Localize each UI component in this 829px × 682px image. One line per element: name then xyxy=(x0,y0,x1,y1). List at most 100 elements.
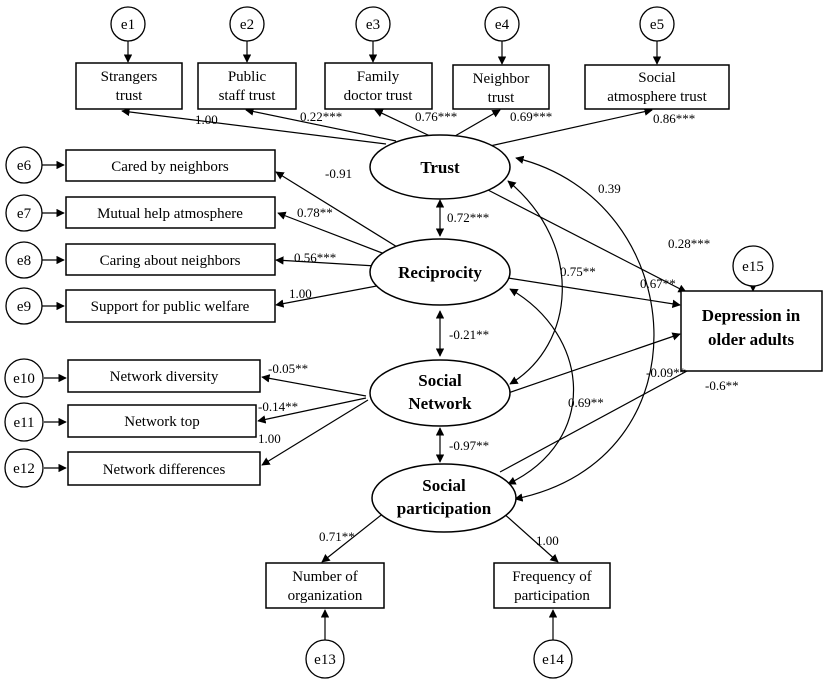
outcome-depression-line2: older adults xyxy=(708,330,795,349)
indicator-caring-about-neighbors-label: Caring about neighbors xyxy=(100,253,241,269)
path-network-top xyxy=(257,397,367,424)
latent-social-participation-line2: participation xyxy=(397,499,492,518)
error-e4: e4 xyxy=(484,6,520,42)
coef-strangers-trust: 1.00 xyxy=(195,112,218,127)
indicator-mutual-help-atmosphere-label: Mutual help atmosphere xyxy=(97,206,243,222)
coef-network-depression: -0.09** xyxy=(646,365,686,380)
indicator-neighbor-trust: Neighbor trust xyxy=(452,64,550,110)
coef-public-staff-trust: 0.22*** xyxy=(300,109,342,124)
coef-network-differences: 1.00 xyxy=(258,431,281,446)
path-participation-depression xyxy=(499,363,701,473)
coef-cared-by-neighbors: -0.91 xyxy=(325,166,352,181)
indicator-public-staff-trust-line2: staff trust xyxy=(219,88,277,104)
coef-family-doctor-trust: 0.76*** xyxy=(415,109,457,124)
error-e8: e8 xyxy=(5,241,43,279)
error-e11: e11 xyxy=(4,402,44,442)
coef-number-of-organization: 0.71** xyxy=(319,529,355,544)
path-trust-strangers xyxy=(121,107,387,145)
error-e7: e7 xyxy=(5,194,43,232)
indicator-frequency-of-participation: Frequency of participation xyxy=(493,562,611,609)
error-e13-label: e13 xyxy=(314,652,336,668)
indicator-strangers-trust-line1: Strangers xyxy=(101,69,158,85)
coef-mutual-help-atmosphere: 0.78** xyxy=(297,205,333,220)
indicator-social-atmosphere-trust-line1: Social xyxy=(638,70,676,86)
latent-social-network: Social Network xyxy=(369,359,511,427)
indicator-mutual-help-atmosphere: Mutual help atmosphere xyxy=(65,196,276,229)
coef-frequency-of-participation: 1.00 xyxy=(536,533,559,548)
indicator-frequency-of-participation-line2: participation xyxy=(514,588,590,604)
coef-neighbor-trust: 0.69*** xyxy=(510,109,552,124)
error-e3: e3 xyxy=(355,6,391,42)
error-e15: e15 xyxy=(732,245,774,287)
path-trust-neighbor xyxy=(454,109,501,137)
path-trust-family-doctor xyxy=(374,109,431,137)
indicator-support-public-welfare: Support for public welfare xyxy=(65,289,276,323)
indicator-network-top-label: Network top xyxy=(124,414,199,430)
error-e5-label: e5 xyxy=(650,17,664,33)
indicator-network-diversity: Network diversity xyxy=(67,359,261,393)
error-e10-label: e10 xyxy=(13,371,35,387)
latent-reciprocity: Reciprocity xyxy=(369,238,511,306)
error-e1: e1 xyxy=(110,6,146,42)
indicator-network-top: Network top xyxy=(67,404,257,438)
indicator-frequency-of-participation-line1: Frequency of xyxy=(512,569,592,585)
path-network-depression xyxy=(507,332,681,394)
error-e13: e13 xyxy=(305,639,345,679)
path-reciprocity-cared-by-neighbors xyxy=(275,171,403,251)
indicator-public-staff-trust-line1: Public xyxy=(228,69,267,85)
indicator-number-of-organization: Number of organization xyxy=(265,562,385,609)
path-network-diversity xyxy=(261,374,367,397)
cov-trust-participation xyxy=(514,155,655,502)
cov-trust-network xyxy=(507,180,563,385)
indicator-neighbor-trust-line2: trust xyxy=(488,90,516,106)
path-participation-number-of-organization xyxy=(321,511,386,563)
path-trust-social-atmosphere xyxy=(489,107,653,147)
outcome-depression-line1: Depression in xyxy=(702,306,801,325)
coef-trust-participation: 0.39 xyxy=(598,181,621,196)
coef-network-participation: -0.97** xyxy=(449,438,489,453)
indicator-support-public-welfare-label: Support for public welfare xyxy=(91,299,250,315)
path-reciprocity-caring-about-neighbors xyxy=(275,256,377,267)
coef-reciprocity-participation: 0.69** xyxy=(568,395,604,410)
indicator-network-diversity-label: Network diversity xyxy=(110,369,219,385)
indicator-neighbor-trust-line1: Neighbor xyxy=(473,71,530,87)
latent-social-network-line1: Social xyxy=(418,371,462,390)
latent-trust: Trust xyxy=(369,134,511,200)
coef-social-atmosphere-trust: 0.86*** xyxy=(653,111,695,126)
latent-social-network-line2: Network xyxy=(408,394,472,413)
error-e11-label: e11 xyxy=(13,415,34,431)
indicator-network-differences: Network differences xyxy=(67,451,261,486)
coef-reciprocity-depression: 0.67** xyxy=(640,276,676,291)
path-reciprocity-mutual-help xyxy=(277,211,391,257)
indicator-family-doctor-trust: Family doctor trust xyxy=(324,62,433,110)
indicator-social-atmosphere-trust-line2: atmosphere trust xyxy=(607,89,707,105)
error-e10: e10 xyxy=(4,358,44,398)
error-e14: e14 xyxy=(533,639,573,679)
error-e6: e6 xyxy=(5,146,43,184)
indicator-family-doctor-trust-line1: Family xyxy=(357,69,400,85)
indicator-cared-by-neighbors-label: Cared by neighbors xyxy=(111,159,229,175)
coef-reciprocity-network: -0.21** xyxy=(449,327,489,342)
error-e8-label: e8 xyxy=(17,253,31,269)
indicator-number-of-organization-line2: organization xyxy=(288,588,363,604)
path-trust-public-staff xyxy=(245,107,397,142)
error-e9: e9 xyxy=(5,287,43,325)
error-e3-label: e3 xyxy=(366,17,380,33)
coef-trust-network: 0.75** xyxy=(560,264,596,279)
path-network-differences xyxy=(261,399,369,466)
indicator-cared-by-neighbors: Cared by neighbors xyxy=(65,149,276,182)
coef-trust-depression: 0.28*** xyxy=(668,236,710,251)
error-e14-label: e14 xyxy=(542,652,564,668)
coef-participation-depression: -0.6** xyxy=(705,378,739,393)
cov-reciprocity-participation xyxy=(507,288,575,485)
path-reciprocity-support-public-welfare xyxy=(275,284,383,308)
error-e12: e12 xyxy=(4,448,44,488)
coef-network-top: -0.14** xyxy=(258,399,298,414)
indicator-network-differences-label: Network differences xyxy=(103,462,226,478)
indicator-public-staff-trust: Public staff trust xyxy=(197,62,297,110)
error-e2-label: e2 xyxy=(240,17,254,33)
coef-caring-about-neighbors: 0.56*** xyxy=(294,250,336,265)
error-e1-label: e1 xyxy=(121,17,135,33)
path-participation-frequency xyxy=(501,511,559,563)
